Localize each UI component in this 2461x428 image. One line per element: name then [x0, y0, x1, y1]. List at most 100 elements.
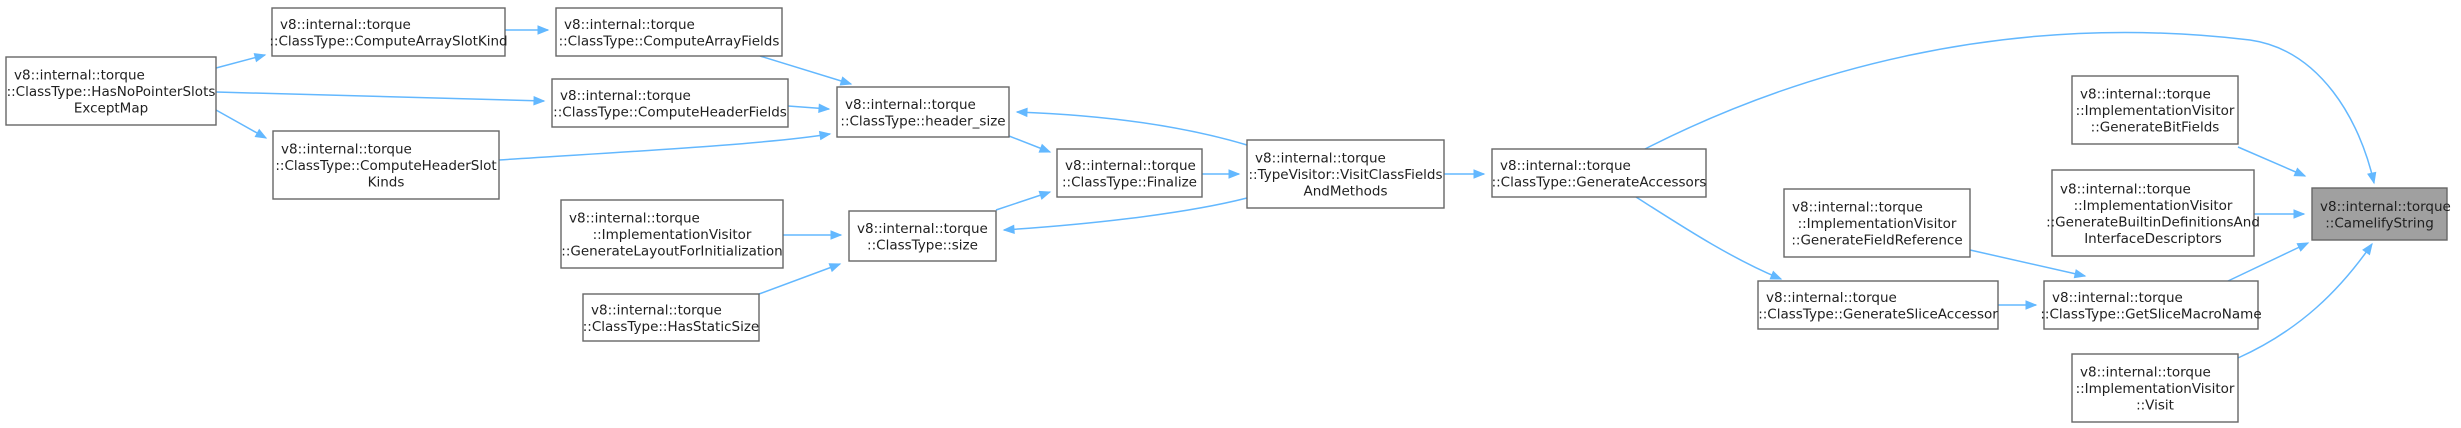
- edge-line: [498, 133, 831, 161]
- node-label-line: ExceptMap: [74, 101, 148, 117]
- node-label-line: ::GenerateLayoutForInitialization: [561, 244, 782, 260]
- edge-has_static_size-to-size: [758, 263, 842, 295]
- arrowhead: [254, 128, 268, 139]
- node-gen-bitfields[interactable]: v8::internal::torque::ImplementationVisi…: [2071, 75, 2239, 145]
- node-gen-layout-init[interactable]: v8::internal::torque::ImplementationVisi…: [560, 199, 784, 269]
- node-box: [271, 7, 506, 57]
- node-visit-class-fields[interactable]: v8::internal::torque::TypeVisitor::Visit…: [1246, 139, 1445, 209]
- node-box: [2051, 169, 2255, 257]
- node-label-line: ::ImplementationVisitor: [593, 227, 752, 243]
- edge-compute_array_fields-to-header_size: [759, 55, 853, 86]
- node-label-line: ::ImplementationVisitor: [2076, 381, 2235, 397]
- node-label-line: AndMethods: [1303, 184, 1387, 200]
- edge-has_no_pointer_slots-to-compute_array_slot_kind: [215, 53, 267, 69]
- node-label-line: ::ClassType::HasNoPointerSlots: [7, 84, 216, 100]
- edge-gen_slice_accessor-to-get_slice_macro: [1998, 300, 2038, 310]
- node-gen-accessors[interactable]: v8::internal::torque::ClassType::Generat…: [1491, 148, 1707, 198]
- arrowhead: [1015, 107, 1028, 118]
- node-label-line: v8::internal::torque: [2080, 87, 2211, 103]
- arrowhead: [1002, 224, 1015, 235]
- node-label-line: ::Visit: [2136, 398, 2174, 414]
- arrowhead: [839, 76, 853, 86]
- node-box: [2071, 353, 2239, 423]
- node-size[interactable]: v8::internal::torque::ClassType::size: [848, 210, 997, 262]
- arrowhead: [2073, 269, 2087, 279]
- edge-line: [2227, 242, 2309, 282]
- edge-gen_field_ref-to-get_slice_macro: [1969, 249, 2087, 279]
- edge-compute_header_fields-to-header_size: [787, 103, 831, 113]
- arrowhead: [2025, 300, 2038, 310]
- edge-line: [1003, 197, 1248, 231]
- node-box: [1056, 148, 1203, 198]
- edges-layer: [215, 25, 2377, 359]
- edge-line: [2237, 146, 2306, 177]
- node-compute-header-slot-kinds[interactable]: v8::internal::torque::ClassType::Compute…: [272, 130, 500, 200]
- arrowhead: [1473, 169, 1486, 179]
- edge-line: [1016, 111, 1248, 146]
- edge-line: [1644, 31, 2375, 184]
- node-box: [1246, 139, 1445, 209]
- node-has-no-pointer-slots[interactable]: v8::internal::torque::ClassType::HasNoPo…: [5, 56, 217, 126]
- node-box: [2311, 187, 2448, 241]
- node-label-line: v8::internal::torque: [1065, 158, 1196, 174]
- edge-line: [2237, 243, 2373, 359]
- node-label-line: v8::internal::torque: [569, 211, 700, 227]
- node-label-line: v8::internal::torque: [2320, 199, 2451, 215]
- node-label-line: ::CamelifyString: [2325, 215, 2434, 231]
- node-box: [272, 130, 500, 200]
- node-compute-array-fields[interactable]: v8::internal::torque::ClassType::Compute…: [555, 7, 783, 57]
- edge-finalize-to-visit_class_fields: [1202, 169, 1241, 179]
- edge-line: [758, 263, 841, 295]
- node-label-line: ::ClassType::header_size: [840, 113, 1005, 129]
- edge-visit_class_fields-to-size: [1002, 197, 1248, 235]
- arrowhead: [818, 103, 831, 113]
- node-label-line: ::ImplementationVisitor: [2074, 198, 2233, 214]
- arrowhead: [2296, 242, 2310, 252]
- edge-header_size-to-finalize: [1008, 135, 1052, 153]
- node-box: [560, 199, 784, 269]
- edge-gen_bitfields-to-camelify: [2237, 146, 2307, 177]
- edge-gen_builtin_defs-to-camelify: [2254, 209, 2306, 219]
- node-label-line: ::GenerateBitFields: [2091, 120, 2220, 136]
- node-label-line: v8::internal::torque: [14, 68, 145, 84]
- node-box: [2043, 280, 2259, 330]
- node-compute-array-slot-kind[interactable]: v8::internal::torque::ClassType::Compute…: [269, 7, 508, 57]
- node-has-static-size[interactable]: v8::internal::torque::ClassType::HasStat…: [582, 293, 760, 342]
- node-box: [1783, 188, 1971, 258]
- arrowhead: [253, 53, 267, 63]
- arrowhead: [2362, 242, 2373, 256]
- node-label-line: ::GenerateFieldReference: [1791, 233, 1962, 249]
- node-label-line: ::ClassType::Finalize: [1062, 174, 1197, 190]
- edge-visit_class_fields-to-gen_accessors: [1444, 169, 1486, 179]
- node-label-line: v8::internal::torque: [2080, 365, 2211, 381]
- arrowhead: [2293, 209, 2306, 219]
- node-label-line: ::GenerateBuiltinDefinitionsAnd: [2046, 214, 2260, 230]
- node-header-size[interactable]: v8::internal::torque::ClassType::header_…: [836, 86, 1010, 138]
- node-camelify[interactable]: v8::internal::torque::CamelifyString: [2311, 187, 2451, 241]
- node-label-line: ::ClassType::ComputeHeaderFields: [553, 104, 787, 120]
- edge-impl_visit-to-camelify: [2237, 242, 2373, 359]
- node-box: [1757, 280, 1999, 330]
- node-box: [848, 210, 997, 262]
- edge-gen_accessors-to-gen_slice_accessor: [1635, 196, 1783, 280]
- node-finalize[interactable]: v8::internal::torque::ClassType::Finaliz…: [1056, 148, 1203, 198]
- node-box: [1491, 148, 1707, 198]
- node-label-line: v8::internal::torque: [2052, 290, 2183, 306]
- node-label-line: v8::internal::torque: [280, 17, 411, 33]
- node-compute-header-fields[interactable]: v8::internal::torque::ClassType::Compute…: [551, 78, 789, 128]
- arrowhead: [2367, 171, 2377, 185]
- node-gen-slice-accessor[interactable]: v8::internal::torque::ClassType::Generat…: [1757, 280, 1999, 330]
- node-get-slice-macro[interactable]: v8::internal::torque::ClassType::GetSlic…: [2040, 280, 2262, 330]
- edge-get_slice_macro-to-camelify: [2227, 242, 2310, 282]
- nodes-layer: v8::internal::torque::CamelifyStringv8::…: [5, 7, 2451, 423]
- node-gen-field-ref[interactable]: v8::internal::torque::ImplementationVisi…: [1783, 188, 1971, 258]
- edge-compute_array_slot_kind-to-compute_array_fields: [505, 25, 550, 35]
- node-label-line: v8::internal::torque: [560, 88, 691, 104]
- node-impl-visit[interactable]: v8::internal::torque::ImplementationVisi…: [2071, 353, 2239, 423]
- node-gen-builtin-defs[interactable]: v8::internal::torque::ImplementationVisi…: [2046, 169, 2260, 257]
- arrowhead: [2293, 167, 2307, 177]
- edge-has_no_pointer_slots-to-compute_header_slot_kinds: [215, 109, 268, 139]
- node-box: [551, 78, 789, 128]
- edge-line: [759, 55, 852, 85]
